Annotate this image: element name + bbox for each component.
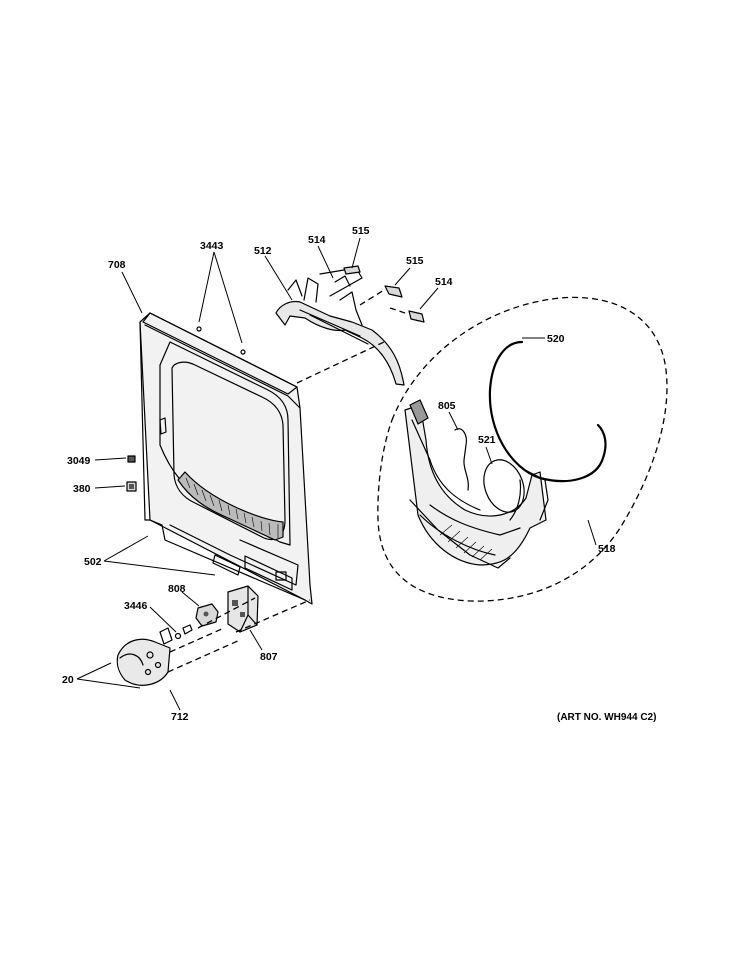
- duct-assembly-518: [377, 296, 668, 602]
- callout-712: 712: [171, 711, 189, 723]
- callout-807: 807: [260, 651, 278, 663]
- callout-514-top: 514: [308, 234, 326, 246]
- callout-3446: 3446: [124, 600, 148, 612]
- alignment-lines: [167, 289, 409, 673]
- part-3049: [127, 455, 136, 463]
- callout-708: 708: [108, 259, 126, 271]
- callout-514: 514: [435, 276, 453, 288]
- callout-805: 805: [438, 400, 456, 412]
- part-380: [126, 481, 137, 492]
- callout-502: 502: [84, 556, 102, 568]
- callout-521: 521: [478, 434, 496, 446]
- clip-515: [384, 285, 403, 298]
- callout-808: 808: [168, 583, 186, 595]
- bracket-712: [116, 627, 173, 686]
- callout-515-top: 515: [352, 225, 370, 237]
- callout-3443: 3443: [200, 240, 224, 252]
- part-807: [227, 585, 259, 633]
- callout-518: 518: [598, 543, 616, 555]
- callout-515: 515: [406, 255, 424, 267]
- callout-512: 512: [254, 245, 272, 257]
- part-808: [195, 603, 219, 627]
- callout-3049: 3049: [67, 455, 91, 467]
- art-number: (ART NO. WH944 C2): [557, 712, 656, 723]
- clip-514: [408, 310, 425, 323]
- bracket-512: [275, 267, 405, 386]
- callout-520: 520: [547, 333, 565, 345]
- callout-380: 380: [73, 483, 91, 495]
- callout-20: 20: [62, 674, 74, 686]
- gasket-520: [488, 340, 607, 483]
- clip-515-top: [343, 265, 361, 275]
- front-panel-708: [139, 312, 313, 605]
- wire-805: [454, 428, 469, 491]
- seal-521: [483, 459, 525, 513]
- callout-labels: 708 3443 512 514 515 515 514 520 805 521…: [62, 225, 656, 723]
- screw-3446: [174, 624, 193, 640]
- leader-lines: [76, 237, 597, 711]
